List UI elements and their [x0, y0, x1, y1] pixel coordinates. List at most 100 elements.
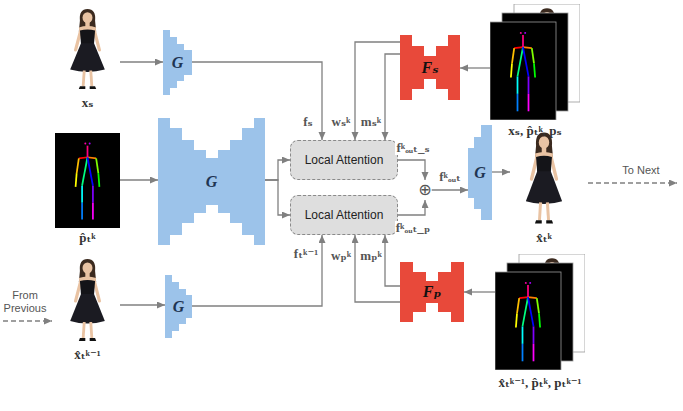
line-part: [76, 173, 77, 187]
line-part: [528, 297, 537, 298]
connector: [460, 67, 490, 68]
line-part: [96, 158, 98, 173]
polygon-part: [468, 125, 492, 220]
from-previous-arrow: [3, 320, 52, 321]
svg-part: [490, 4, 580, 120]
line-part: [79, 157, 88, 158]
to-next-arrow: [588, 182, 677, 183]
module-name: G: [206, 174, 218, 190]
line-part: [522, 326, 524, 343]
line-part: [528, 94, 530, 111]
module-name: Fₚ: [423, 284, 442, 300]
path-part: [70, 43, 105, 72]
line-part: [518, 47, 524, 76]
edge-label: mₛᵏ: [360, 115, 382, 130]
edge-label: fₛ: [302, 115, 313, 130]
line-part: [88, 157, 93, 186]
edge-label: wₛᵏ: [331, 115, 352, 130]
line-part: [514, 47, 523, 48]
rect-part: [55, 133, 120, 228]
line-part: [512, 48, 514, 63]
image-caption: xₛ: [82, 96, 94, 110]
rect-part: [85, 272, 89, 278]
connector: [192, 235, 322, 306]
ellipse-part: [539, 136, 549, 148]
rect-part: [495, 272, 561, 370]
edge-label: fᵏₒᵤₜ: [438, 170, 461, 185]
edge-label: wₚᵏ: [330, 249, 352, 264]
module-name: G: [474, 165, 486, 181]
path-part: [70, 294, 105, 324]
path-part: [80, 29, 95, 44]
path-part: [526, 171, 562, 204]
rect-part: [542, 147, 547, 154]
edge-label: fᵏₒᵤₜ_ₛ: [395, 141, 430, 156]
edge-label: fᵏₒᵤₜ_ₚ: [395, 221, 431, 236]
line-part: [522, 344, 524, 361]
rect-part: [490, 22, 556, 120]
polygon-part: [163, 30, 192, 95]
line-part: [517, 76, 519, 93]
rect-part: [510, 128, 578, 228]
line-part: [539, 313, 540, 327]
line-part: [522, 35, 524, 47]
rect-part: [85, 22, 89, 28]
line-part: [527, 285, 529, 297]
connector: [265, 180, 290, 215]
circle-part: [525, 282, 527, 284]
line-part: [528, 76, 530, 93]
line-part: [92, 186, 94, 203]
polygon-part: [400, 35, 460, 100]
connector: [464, 291, 495, 292]
source-image: xₛ: [55, 5, 120, 93]
line-part: [533, 326, 535, 343]
ellipse-part: [83, 12, 93, 23]
line-part: [523, 297, 529, 326]
svg-part: [495, 272, 561, 370]
sum-symbol: ⊕: [418, 180, 431, 200]
connector: [355, 235, 400, 302]
line-part: [537, 298, 539, 313]
path-part: [90, 338, 97, 341]
edge-label: mₚᵏ: [359, 249, 383, 264]
line-part: [519, 297, 528, 298]
line-part: [81, 203, 83, 220]
connector: [398, 200, 425, 215]
line-part: [92, 203, 94, 220]
path-part: [80, 280, 95, 295]
circle-part: [529, 282, 531, 284]
path-part: [535, 220, 542, 223]
connector: [385, 235, 400, 286]
rect-part: [495, 272, 561, 370]
input-stack: x̂ₜᵏ⁻¹, p̂ₜᵏ, pₜᵏ⁻¹: [495, 254, 585, 370]
connector: [355, 42, 400, 140]
path-part: [539, 202, 540, 220]
path-part: [536, 156, 552, 173]
line-part: [98, 173, 99, 187]
line-part: [534, 63, 535, 77]
connector: [432, 189, 468, 190]
flow-estimator: Fₚ: [400, 262, 464, 322]
line-part: [517, 298, 519, 313]
rect-part: [55, 5, 120, 93]
connector: [398, 160, 425, 180]
path-part: [547, 202, 548, 220]
polygon-part: [158, 118, 265, 245]
target-pose-image: p̂ₜᵏ: [55, 133, 120, 228]
path-part: [79, 338, 86, 341]
module-name: G: [172, 55, 184, 71]
generator-encoder: G: [163, 30, 192, 95]
svg-part: [490, 22, 556, 120]
connector: [385, 54, 400, 140]
line-part: [82, 157, 87, 186]
polygon-part: [400, 262, 464, 322]
input-stack: xₛ, p̂ₜᵏ, pₛ: [490, 4, 580, 120]
image-caption: p̂ₜᵏ: [79, 231, 95, 245]
generator-hourglass: G: [158, 118, 265, 245]
path-part: [546, 220, 553, 223]
svg-part: [495, 254, 585, 370]
line-part: [87, 146, 89, 158]
path-part: [83, 71, 84, 87]
box-label: Local Attention: [305, 208, 384, 222]
